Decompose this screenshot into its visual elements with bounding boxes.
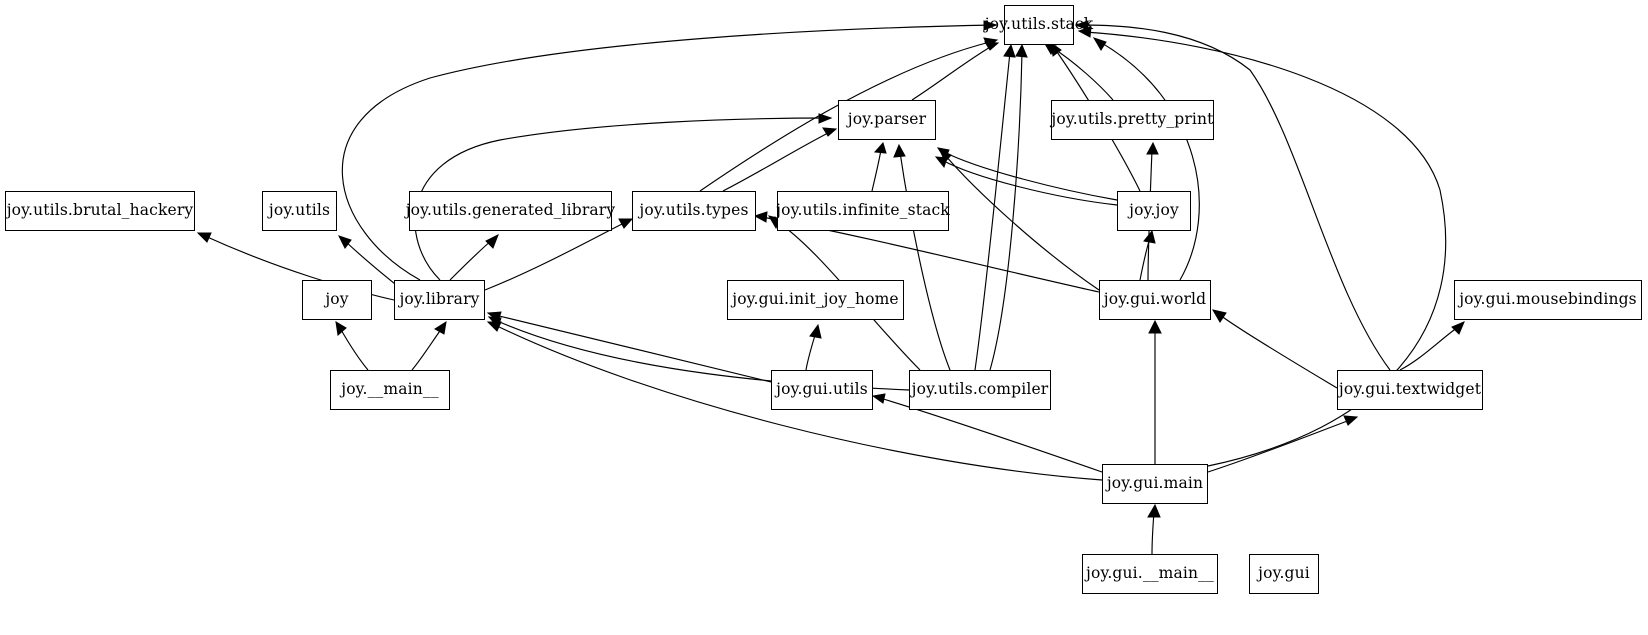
node-joy-parser[interactable]: joy.parser [838,100,936,140]
node-joy-gui-main[interactable]: joy.gui.main [1102,464,1208,504]
node-label: joy.gui.main [1106,474,1204,493]
node-label: joy.utils [268,201,331,220]
node-label: joy.gui.utils [776,380,868,399]
node-joy-gui-init-joy-home[interactable]: joy.gui.init_joy_home [727,280,904,320]
node-joy-dunder-main[interactable]: joy.__main__ [330,370,450,410]
node-label: joy.library [399,290,480,309]
node-joy-gui[interactable]: joy.gui [1249,554,1319,594]
node-joy-utils-stack[interactable]: joy.utils.stack [985,5,1093,45]
node-joy-utils-generated-library[interactable]: joy.utils.generated_library [406,191,615,231]
node-joy-joy[interactable]: joy.joy [1117,191,1191,231]
node-joy-utils-infinite-stack[interactable]: joy.utils.infinite_stack [776,191,950,231]
node-joy-gui-utils[interactable]: joy.gui.utils [771,370,873,410]
node-joy-gui-world[interactable]: joy.gui.world [1099,280,1211,320]
node-joy-utils-pretty-print[interactable]: joy.utils.pretty_print [1051,100,1214,140]
node-joy-gui-textwidget[interactable]: joy.gui.textwidget [1337,370,1483,410]
node-label: joy.utils.infinite_stack [776,201,950,220]
node-label: joy.utils.compiler [911,380,1049,399]
node-label: joy.gui [1258,564,1310,583]
node-joy-utils-brutal-hackery[interactable]: joy.utils.brutal_hackery [5,191,195,231]
node-joy-library[interactable]: joy.library [394,280,485,320]
node-joy-utils-compiler[interactable]: joy.utils.compiler [909,370,1051,410]
node-joy-utils[interactable]: joy.utils [262,191,337,231]
node-joy-gui-dunder-main[interactable]: joy.gui.__main__ [1082,554,1218,594]
node-label: joy.utils.generated_library [405,201,616,220]
node-joy[interactable]: joy [302,280,372,320]
node-label: joy.utils.stack [984,15,1094,34]
node-label: joy.joy [1129,201,1179,220]
node-joy-gui-mousebindings[interactable]: joy.gui.mousebindings [1454,280,1642,320]
node-label: joy.utils.pretty_print [1051,110,1214,129]
node-joy-utils-types[interactable]: joy.utils.types [632,191,756,231]
node-label: joy.gui.__main__ [1086,564,1214,583]
node-label: joy.gui.world [1103,290,1207,309]
node-label: joy.utils.types [639,201,749,220]
node-label: joy.gui.init_joy_home [732,290,899,309]
node-label: joy.__main__ [341,380,439,399]
node-label: joy.utils.brutal_hackery [6,201,194,220]
node-label: joy [325,290,349,309]
node-label: joy.gui.textwidget [1338,380,1482,399]
node-label: joy.parser [847,110,927,129]
node-label: joy.gui.mousebindings [1459,290,1637,309]
